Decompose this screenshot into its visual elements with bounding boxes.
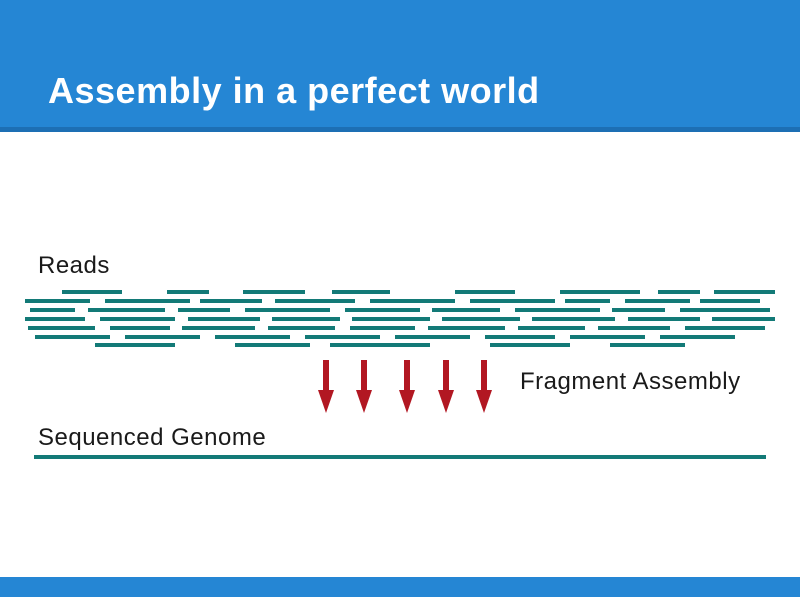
read-segment — [30, 308, 75, 312]
read-segment — [200, 299, 262, 303]
read-segment — [490, 343, 570, 347]
read-segment — [125, 335, 200, 339]
read-segment — [272, 317, 340, 321]
read-segment — [105, 299, 190, 303]
down-arrow-icon — [318, 360, 334, 413]
read-segment — [167, 290, 209, 294]
down-arrow-icon — [438, 360, 454, 413]
read-segment — [685, 326, 765, 330]
read-segment — [570, 335, 645, 339]
read-segment — [35, 335, 110, 339]
read-segment — [625, 299, 690, 303]
read-segment — [268, 326, 335, 330]
read-segment — [215, 335, 290, 339]
read-segment — [612, 308, 665, 312]
read-segment — [352, 317, 430, 321]
slide-title: Assembly in a perfect world — [48, 70, 540, 111]
read-segment — [428, 326, 505, 330]
read-segment — [714, 290, 775, 294]
read-segment — [470, 299, 555, 303]
read-segment — [598, 326, 670, 330]
down-arrow-icon — [356, 360, 372, 413]
read-segment — [610, 343, 685, 347]
read-segment — [245, 308, 330, 312]
read-segment — [62, 290, 122, 294]
read-segment — [332, 290, 390, 294]
read-segment — [25, 317, 85, 321]
slide-footer-bar — [0, 577, 800, 597]
read-segment — [658, 290, 700, 294]
read-segment — [305, 335, 380, 339]
read-segment — [565, 299, 610, 303]
fragment-assembly-label: Fragment Assembly — [520, 368, 741, 395]
read-segment — [560, 290, 640, 294]
read-segment — [188, 317, 260, 321]
read-segment — [712, 317, 775, 321]
read-segment — [485, 335, 555, 339]
read-segment — [25, 299, 90, 303]
read-segment — [660, 335, 735, 339]
read-segment — [182, 326, 255, 330]
read-segment — [628, 317, 700, 321]
read-segment — [110, 326, 170, 330]
read-segment — [455, 290, 515, 294]
read-segment — [330, 343, 430, 347]
read-segment — [100, 317, 175, 321]
sequenced-genome-line — [34, 455, 766, 459]
read-segment — [88, 308, 165, 312]
down-arrow-icon — [476, 360, 492, 413]
read-segment — [515, 308, 600, 312]
read-segment — [178, 308, 230, 312]
read-segment — [395, 335, 470, 339]
read-segment — [95, 343, 175, 347]
read-segment — [700, 299, 760, 303]
read-segment — [243, 290, 305, 294]
read-segment — [518, 326, 585, 330]
read-segment — [275, 299, 355, 303]
read-segment — [370, 299, 455, 303]
read-segment — [442, 317, 520, 321]
down-arrow-icon — [399, 360, 415, 413]
sequenced-genome-label: Sequenced Genome — [38, 424, 267, 451]
slide-header-bar: Assembly in a perfect world — [0, 0, 800, 132]
read-segment — [235, 343, 310, 347]
read-segment — [28, 326, 95, 330]
read-segment — [345, 308, 420, 312]
read-segment — [350, 326, 415, 330]
reads-label: Reads — [38, 252, 110, 279]
read-segment — [532, 317, 615, 321]
read-segment — [432, 308, 500, 312]
read-segment — [680, 308, 770, 312]
